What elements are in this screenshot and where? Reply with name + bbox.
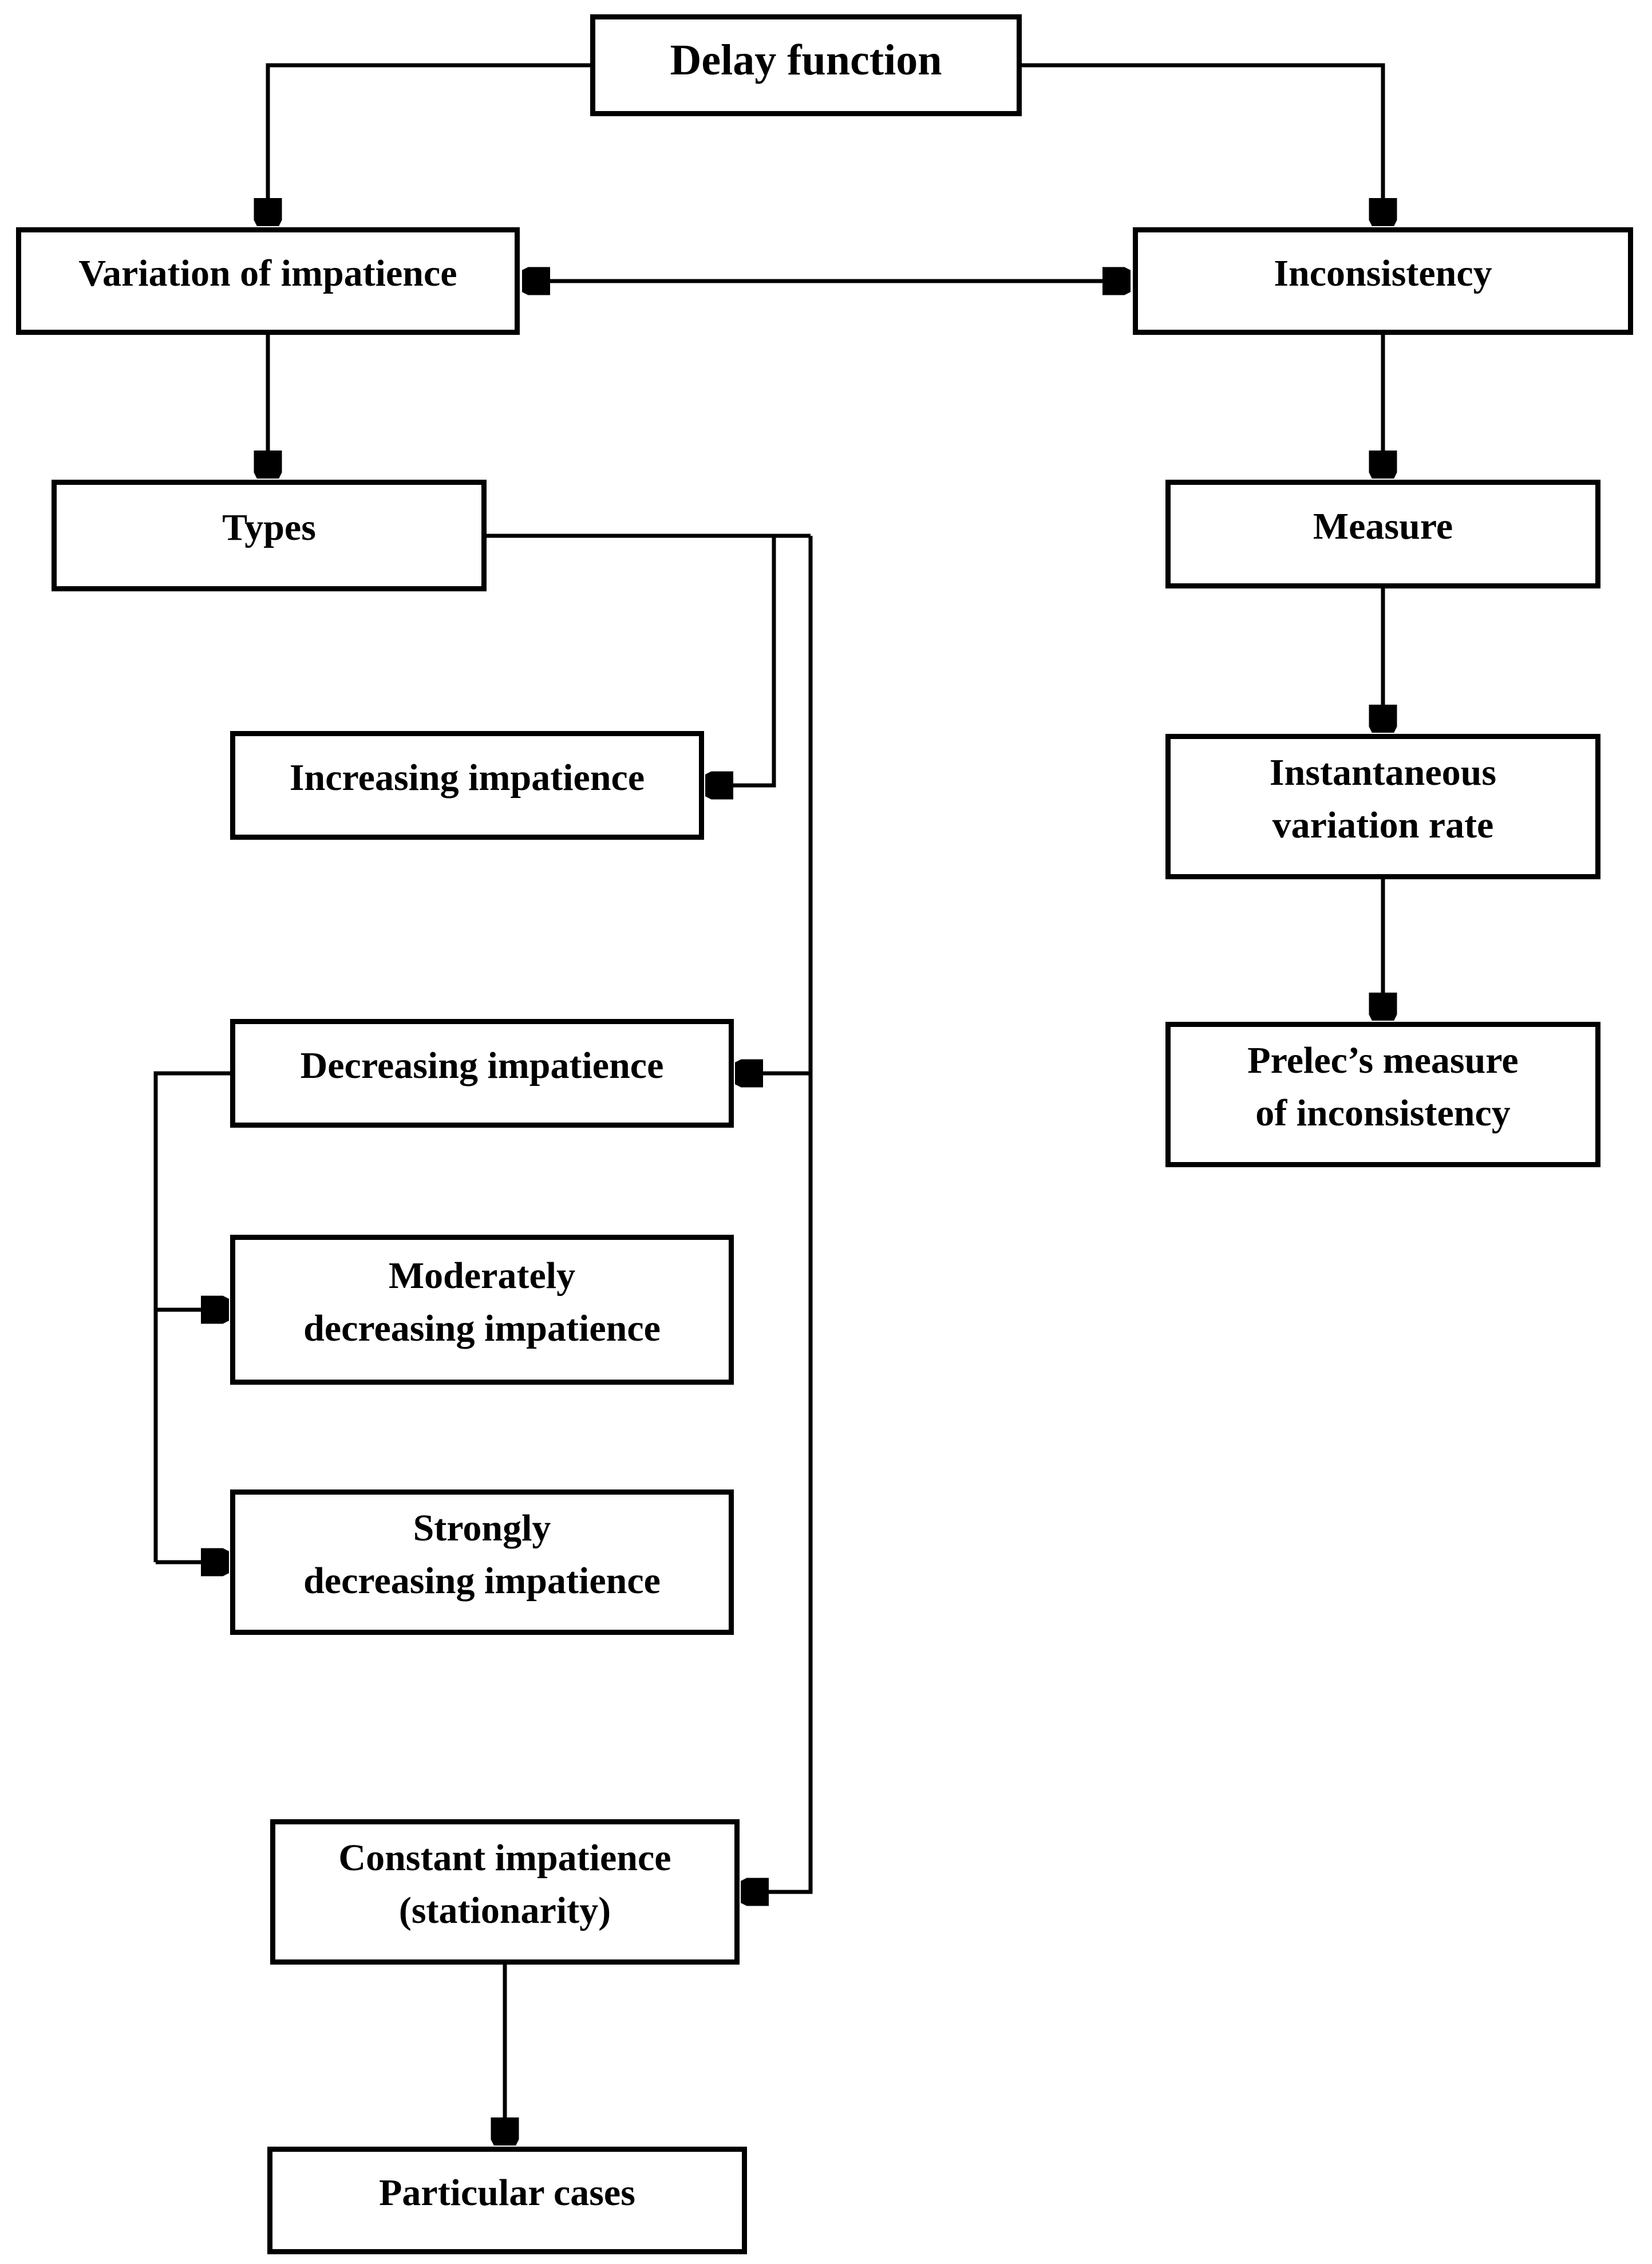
- node-decreasing-impatience: Decreasing impatience: [230, 1019, 734, 1128]
- node-instantaneous-variation-rate-label: Instantaneous variation rate: [1269, 751, 1497, 846]
- connector-delay-to-variation: [268, 63, 590, 226]
- node-increasing-impatience: Increasing impatience: [230, 731, 704, 840]
- node-measure: Measure: [1165, 480, 1600, 588]
- node-increasing-impatience-label: Increasing impatience: [289, 756, 645, 799]
- node-constant-impatience-label: Constant impatience (stationarity): [338, 1836, 671, 1931]
- node-types: Types: [52, 480, 487, 591]
- node-strongly-decreasing-impatience: Strongly decreasing impatience: [230, 1489, 734, 1635]
- node-constant-impatience: Constant impatience (stationarity): [270, 1819, 740, 1965]
- node-variation-of-impatience: Variation of impatience: [16, 227, 520, 335]
- node-moderately-decreasing-impatience-label: Moderately decreasing impatience: [303, 1254, 661, 1349]
- connector-types-to-increasing: [705, 536, 776, 785]
- node-inconsistency-label: Inconsistency: [1274, 252, 1492, 294]
- node-variation-of-impatience-label: Variation of impatience: [78, 252, 457, 294]
- node-delay-function-label: Delay function: [670, 35, 942, 84]
- node-instantaneous-variation-rate: Instantaneous variation rate: [1165, 734, 1600, 879]
- node-prelecs-measure-of-inconsistency: Prelec’s measure of inconsistency: [1165, 1022, 1600, 1167]
- node-inconsistency: Inconsistency: [1133, 227, 1633, 335]
- node-types-label: Types: [222, 507, 316, 549]
- node-delay-function: Delay function: [590, 14, 1022, 116]
- node-moderately-decreasing-impatience: Moderately decreasing impatience: [230, 1235, 734, 1385]
- connector-types-to-constant: [741, 536, 813, 1892]
- node-strongly-decreasing-impatience-label: Strongly decreasing impatience: [303, 1507, 661, 1602]
- node-particular-cases-label: Particular cases: [379, 2171, 635, 2214]
- connector-delay-to-inconsistency: [1022, 63, 1383, 226]
- node-decreasing-impatience-label: Decreasing impatience: [300, 1044, 664, 1086]
- node-particular-cases: Particular cases: [267, 2147, 747, 2254]
- node-prelecs-measure-of-inconsistency-label: Prelec’s measure of inconsistency: [1247, 1039, 1519, 1134]
- connector-decreasing-branch-vertical: [153, 1071, 230, 1562]
- node-measure-label: Measure: [1313, 505, 1453, 547]
